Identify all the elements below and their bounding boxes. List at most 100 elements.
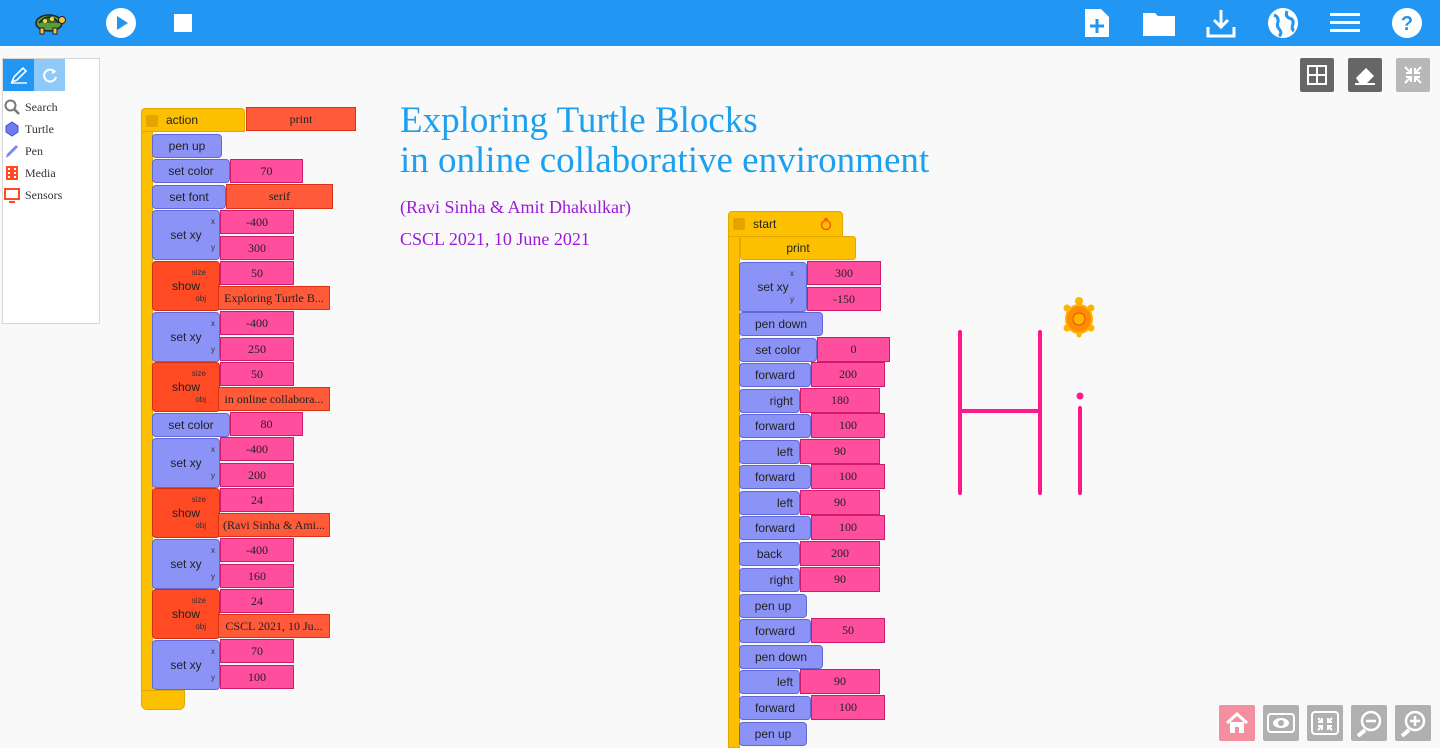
- pen-up-block[interactable]: pen up: [152, 134, 222, 158]
- palette-item-turtle[interactable]: Turtle: [3, 119, 54, 139]
- collapse-button[interactable]: [1396, 58, 1430, 92]
- back-block[interactable]: back: [739, 542, 800, 566]
- set-xy-x-arg[interactable]: 70: [220, 639, 294, 663]
- set-xy-block[interactable]: set xy x y: [152, 640, 220, 690]
- set-color-arg[interactable]: 70: [230, 159, 303, 183]
- palette-item-media[interactable]: Media: [3, 163, 56, 183]
- right-block[interactable]: right: [739, 568, 800, 592]
- set-font-block[interactable]: set font: [152, 185, 226, 209]
- turtle-logo-icon[interactable]: [30, 4, 68, 42]
- open-project-button[interactable]: [1140, 4, 1178, 42]
- set-color-block[interactable]: set color: [739, 338, 817, 362]
- set-xy-block[interactable]: set xy x y: [152, 539, 220, 589]
- set-font-arg[interactable]: serif: [226, 184, 333, 209]
- left-arg[interactable]: 90: [800, 669, 880, 694]
- show-obj-arg[interactable]: in online collabora...: [218, 387, 330, 411]
- left-block[interactable]: left: [739, 491, 800, 515]
- set-xy-block[interactable]: set xy x y: [152, 312, 220, 362]
- set-xy-x-arg[interactable]: 300: [807, 261, 881, 285]
- right-block[interactable]: right: [739, 389, 800, 413]
- stop-button[interactable]: [164, 4, 202, 42]
- menu-button[interactable]: [1326, 4, 1364, 42]
- action-hat-block[interactable]: action: [141, 108, 245, 132]
- language-button[interactable]: [1264, 4, 1302, 42]
- left-arg[interactable]: 90: [800, 439, 880, 464]
- pencil-icon[interactable]: [3, 59, 34, 91]
- collapse-blocks-button[interactable]: [1307, 705, 1343, 741]
- palette-item-label: Search: [25, 99, 58, 114]
- pen-down-block[interactable]: pen down: [739, 312, 823, 336]
- set-xy-block[interactable]: set xy x y: [152, 438, 220, 488]
- show-size-arg[interactable]: 24: [220, 488, 294, 512]
- forward-block[interactable]: forward: [739, 696, 811, 720]
- hide-blocks-button[interactable]: [1263, 705, 1299, 741]
- set-xy-y-arg[interactable]: 300: [220, 236, 294, 260]
- set-xy-y-arg[interactable]: 160: [220, 564, 294, 588]
- start-hat-block[interactable]: start: [728, 211, 843, 237]
- right-arg[interactable]: 180: [800, 388, 880, 413]
- set-xy-x-arg[interactable]: -400: [220, 210, 294, 234]
- palette-item-search[interactable]: Search: [3, 97, 58, 117]
- grid-button[interactable]: [1300, 58, 1334, 92]
- palette-item-sensors[interactable]: Sensors: [3, 185, 62, 205]
- set-color-block[interactable]: set color: [152, 159, 230, 183]
- show-block[interactable]: show size obj: [152, 589, 220, 639]
- show-obj-arg[interactable]: CSCL 2021, 10 Ju...: [218, 614, 330, 638]
- set-color-arg[interactable]: 0: [817, 337, 890, 362]
- print-block[interactable]: print: [740, 236, 856, 260]
- pen-down-block[interactable]: pen down: [739, 645, 823, 669]
- right-arg[interactable]: 90: [800, 567, 880, 592]
- set-color-block[interactable]: set color: [152, 413, 230, 437]
- turtle-sprite-icon[interactable]: [1062, 296, 1096, 343]
- forward-block[interactable]: forward: [739, 414, 811, 438]
- set-xy-block[interactable]: set xy x y: [739, 262, 807, 312]
- show-block[interactable]: show size obj: [152, 362, 220, 412]
- forward-block[interactable]: forward: [739, 363, 811, 387]
- forward-block[interactable]: forward: [739, 619, 811, 643]
- save-button[interactable]: [1202, 4, 1240, 42]
- show-size-arg[interactable]: 24: [220, 589, 294, 613]
- forward-arg[interactable]: 100: [811, 695, 885, 720]
- show-block[interactable]: show size obj: [152, 261, 220, 311]
- forward-block[interactable]: forward: [739, 465, 811, 489]
- action-print-arg[interactable]: print: [246, 107, 356, 131]
- show-size-arg[interactable]: 50: [220, 362, 294, 386]
- new-project-button[interactable]: [1078, 4, 1116, 42]
- forward-arg[interactable]: 100: [811, 464, 885, 489]
- left-block[interactable]: left: [739, 440, 800, 464]
- zoom-in-button[interactable]: [1395, 705, 1431, 741]
- back-arg[interactable]: 200: [800, 541, 880, 566]
- home-button[interactable]: [1219, 705, 1255, 741]
- set-xy-x-arg[interactable]: -400: [220, 311, 294, 335]
- search-icon: [3, 98, 21, 116]
- forward-arg[interactable]: 100: [811, 515, 885, 540]
- zoom-out-button[interactable]: [1351, 705, 1387, 741]
- clear-button[interactable]: [1348, 58, 1382, 92]
- forward-arg[interactable]: 200: [811, 362, 885, 387]
- refresh-icon[interactable]: [34, 59, 65, 91]
- show-block[interactable]: show size obj: [152, 488, 220, 538]
- pen-up-block[interactable]: pen up: [739, 722, 807, 746]
- svg-text:?: ?: [1401, 13, 1413, 35]
- show-obj-arg[interactable]: Exploring Turtle B...: [218, 286, 330, 310]
- show-obj-arg[interactable]: (Ravi Sinha & Ami...: [218, 513, 330, 537]
- set-xy-y-arg[interactable]: 250: [220, 337, 294, 361]
- left-block[interactable]: left: [739, 670, 800, 694]
- palette-item-label: Pen: [25, 143, 43, 158]
- forward-block[interactable]: forward: [739, 516, 811, 540]
- set-color-arg[interactable]: 80: [230, 412, 303, 436]
- palette-item-pen[interactable]: Pen: [3, 141, 43, 161]
- pen-up-block[interactable]: pen up: [739, 594, 807, 618]
- set-xy-y-arg[interactable]: -150: [807, 287, 881, 311]
- set-xy-y-arg[interactable]: 200: [220, 463, 294, 487]
- set-xy-x-arg[interactable]: -400: [220, 437, 294, 461]
- forward-arg[interactable]: 100: [811, 413, 885, 438]
- left-arg[interactable]: 90: [800, 490, 880, 515]
- set-xy-block[interactable]: set xy x y: [152, 210, 220, 260]
- run-button[interactable]: [102, 4, 140, 42]
- set-xy-y-arg[interactable]: 100: [220, 665, 294, 689]
- help-button[interactable]: ?: [1388, 4, 1426, 42]
- forward-arg[interactable]: 50: [811, 618, 885, 643]
- show-size-arg[interactable]: 50: [220, 261, 294, 285]
- set-xy-x-arg[interactable]: -400: [220, 538, 294, 562]
